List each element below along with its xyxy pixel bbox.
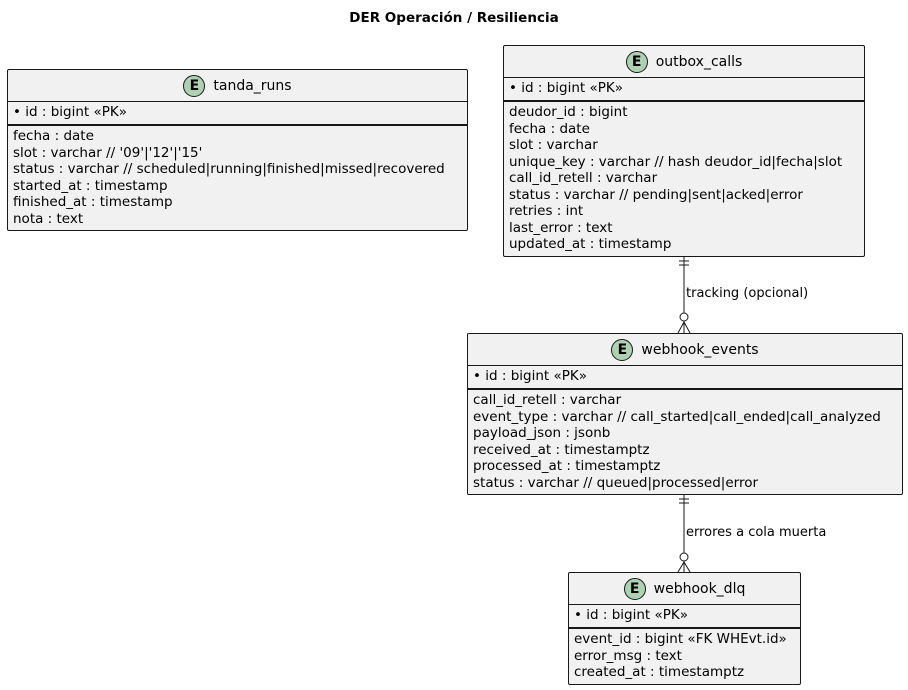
entity-name: webhook_events xyxy=(641,341,759,358)
attribute: fecha : date xyxy=(13,128,94,144)
crow-foot-left xyxy=(677,561,685,573)
attribute: status : varchar // pending|sent|acked|e… xyxy=(509,186,803,203)
attribute: slot : varchar xyxy=(509,137,598,153)
entity-name: tanda_runs xyxy=(213,77,292,94)
attribute: event_type : varchar // call_started|cal… xyxy=(473,408,881,425)
entity-pk: • id : bigint «PK» xyxy=(13,104,127,120)
attribute: nota : text xyxy=(13,210,84,227)
attribute: received_at : timestamptz xyxy=(473,441,650,458)
entity-pk: • id : bigint «PK» xyxy=(473,368,587,384)
entity-webhook-events[interactable]: E webhook_events • id : bigint «PK» call… xyxy=(467,333,903,495)
entity-attributes: call_id_retell : varchar event_type : va… xyxy=(468,390,902,493)
attribute: updated_at : timestamp xyxy=(509,236,672,252)
attribute: error_msg : text xyxy=(574,647,682,664)
relation-label-dlq: errores a cola muerta xyxy=(686,525,827,540)
entity-name: webhook_dlq xyxy=(653,580,746,597)
attribute: event_id : bigint «FK WHEvt.id» xyxy=(574,631,787,647)
cardinality-zero-circle xyxy=(679,552,689,562)
entity-tanda-runs[interactable]: E tanda_runs • id : bigint «PK» fecha : … xyxy=(7,69,468,231)
attribute: finished_at : timestamp xyxy=(13,194,173,210)
entity-pk: • id : bigint «PK» xyxy=(574,607,688,623)
crow-foot-right xyxy=(683,321,691,334)
relation-outbox-to-webhook-events xyxy=(677,257,691,334)
cardinality-zero-circle xyxy=(679,312,689,322)
crow-foot-right xyxy=(683,561,691,573)
attribute: deudor_id : bigint xyxy=(509,104,628,120)
relation-webhook-events-to-dlq xyxy=(677,495,691,573)
entity-header: E webhook_dlq xyxy=(569,573,800,604)
attribute: retries : int xyxy=(509,203,584,219)
entity-attributes: event_id : bigint «FK WHEvt.id» error_ms… xyxy=(569,629,800,683)
attribute: status : varchar // queued|processed|err… xyxy=(473,474,759,491)
entity-name: outbox_calls xyxy=(655,53,743,70)
entity-badge-icon: E xyxy=(625,50,648,73)
attribute: status : varchar // scheduled|running|fi… xyxy=(13,161,445,177)
crow-foot-left xyxy=(677,321,685,334)
attribute: call_id_retell : varchar xyxy=(509,170,658,186)
attribute: fecha : date xyxy=(509,120,590,137)
attribute: started_at : timestamp xyxy=(13,177,168,194)
entity-badge-icon: E xyxy=(623,577,646,600)
entity-badge-icon: E xyxy=(183,74,206,97)
entity-webhook-dlq[interactable]: E webhook_dlq • id : bigint «PK» event_i… xyxy=(568,572,801,685)
diagram-title: DER Operación / Resiliencia xyxy=(349,10,559,26)
attribute: payload_json : jsonb xyxy=(473,425,611,441)
relation-label-tracking: tracking (opcional) xyxy=(686,286,809,301)
attribute: processed_at : timestamptz xyxy=(473,458,661,474)
entity-attributes: deudor_id : bigint fecha : date slot : v… xyxy=(504,102,864,255)
entity-header: E webhook_events xyxy=(468,334,902,365)
entity-outbox-calls[interactable]: E outbox_calls • id : bigint «PK» deudor… xyxy=(503,45,865,257)
entity-attributes: fecha : date slot : varchar // '09'|'12'… xyxy=(8,126,467,229)
entity-header: E tanda_runs xyxy=(8,70,467,101)
attribute: call_id_retell : varchar xyxy=(473,392,622,408)
entity-pk: • id : bigint «PK» xyxy=(509,80,623,96)
attribute: last_error : text xyxy=(509,219,613,236)
entity-badge-icon: E xyxy=(611,338,634,361)
attribute: created_at : timestamptz xyxy=(574,664,745,680)
entity-header: E outbox_calls xyxy=(504,46,864,77)
attribute: unique_key : varchar // hash deudor_id|f… xyxy=(509,153,843,170)
attribute: slot : varchar // '09'|'12'|'15' xyxy=(13,144,203,161)
